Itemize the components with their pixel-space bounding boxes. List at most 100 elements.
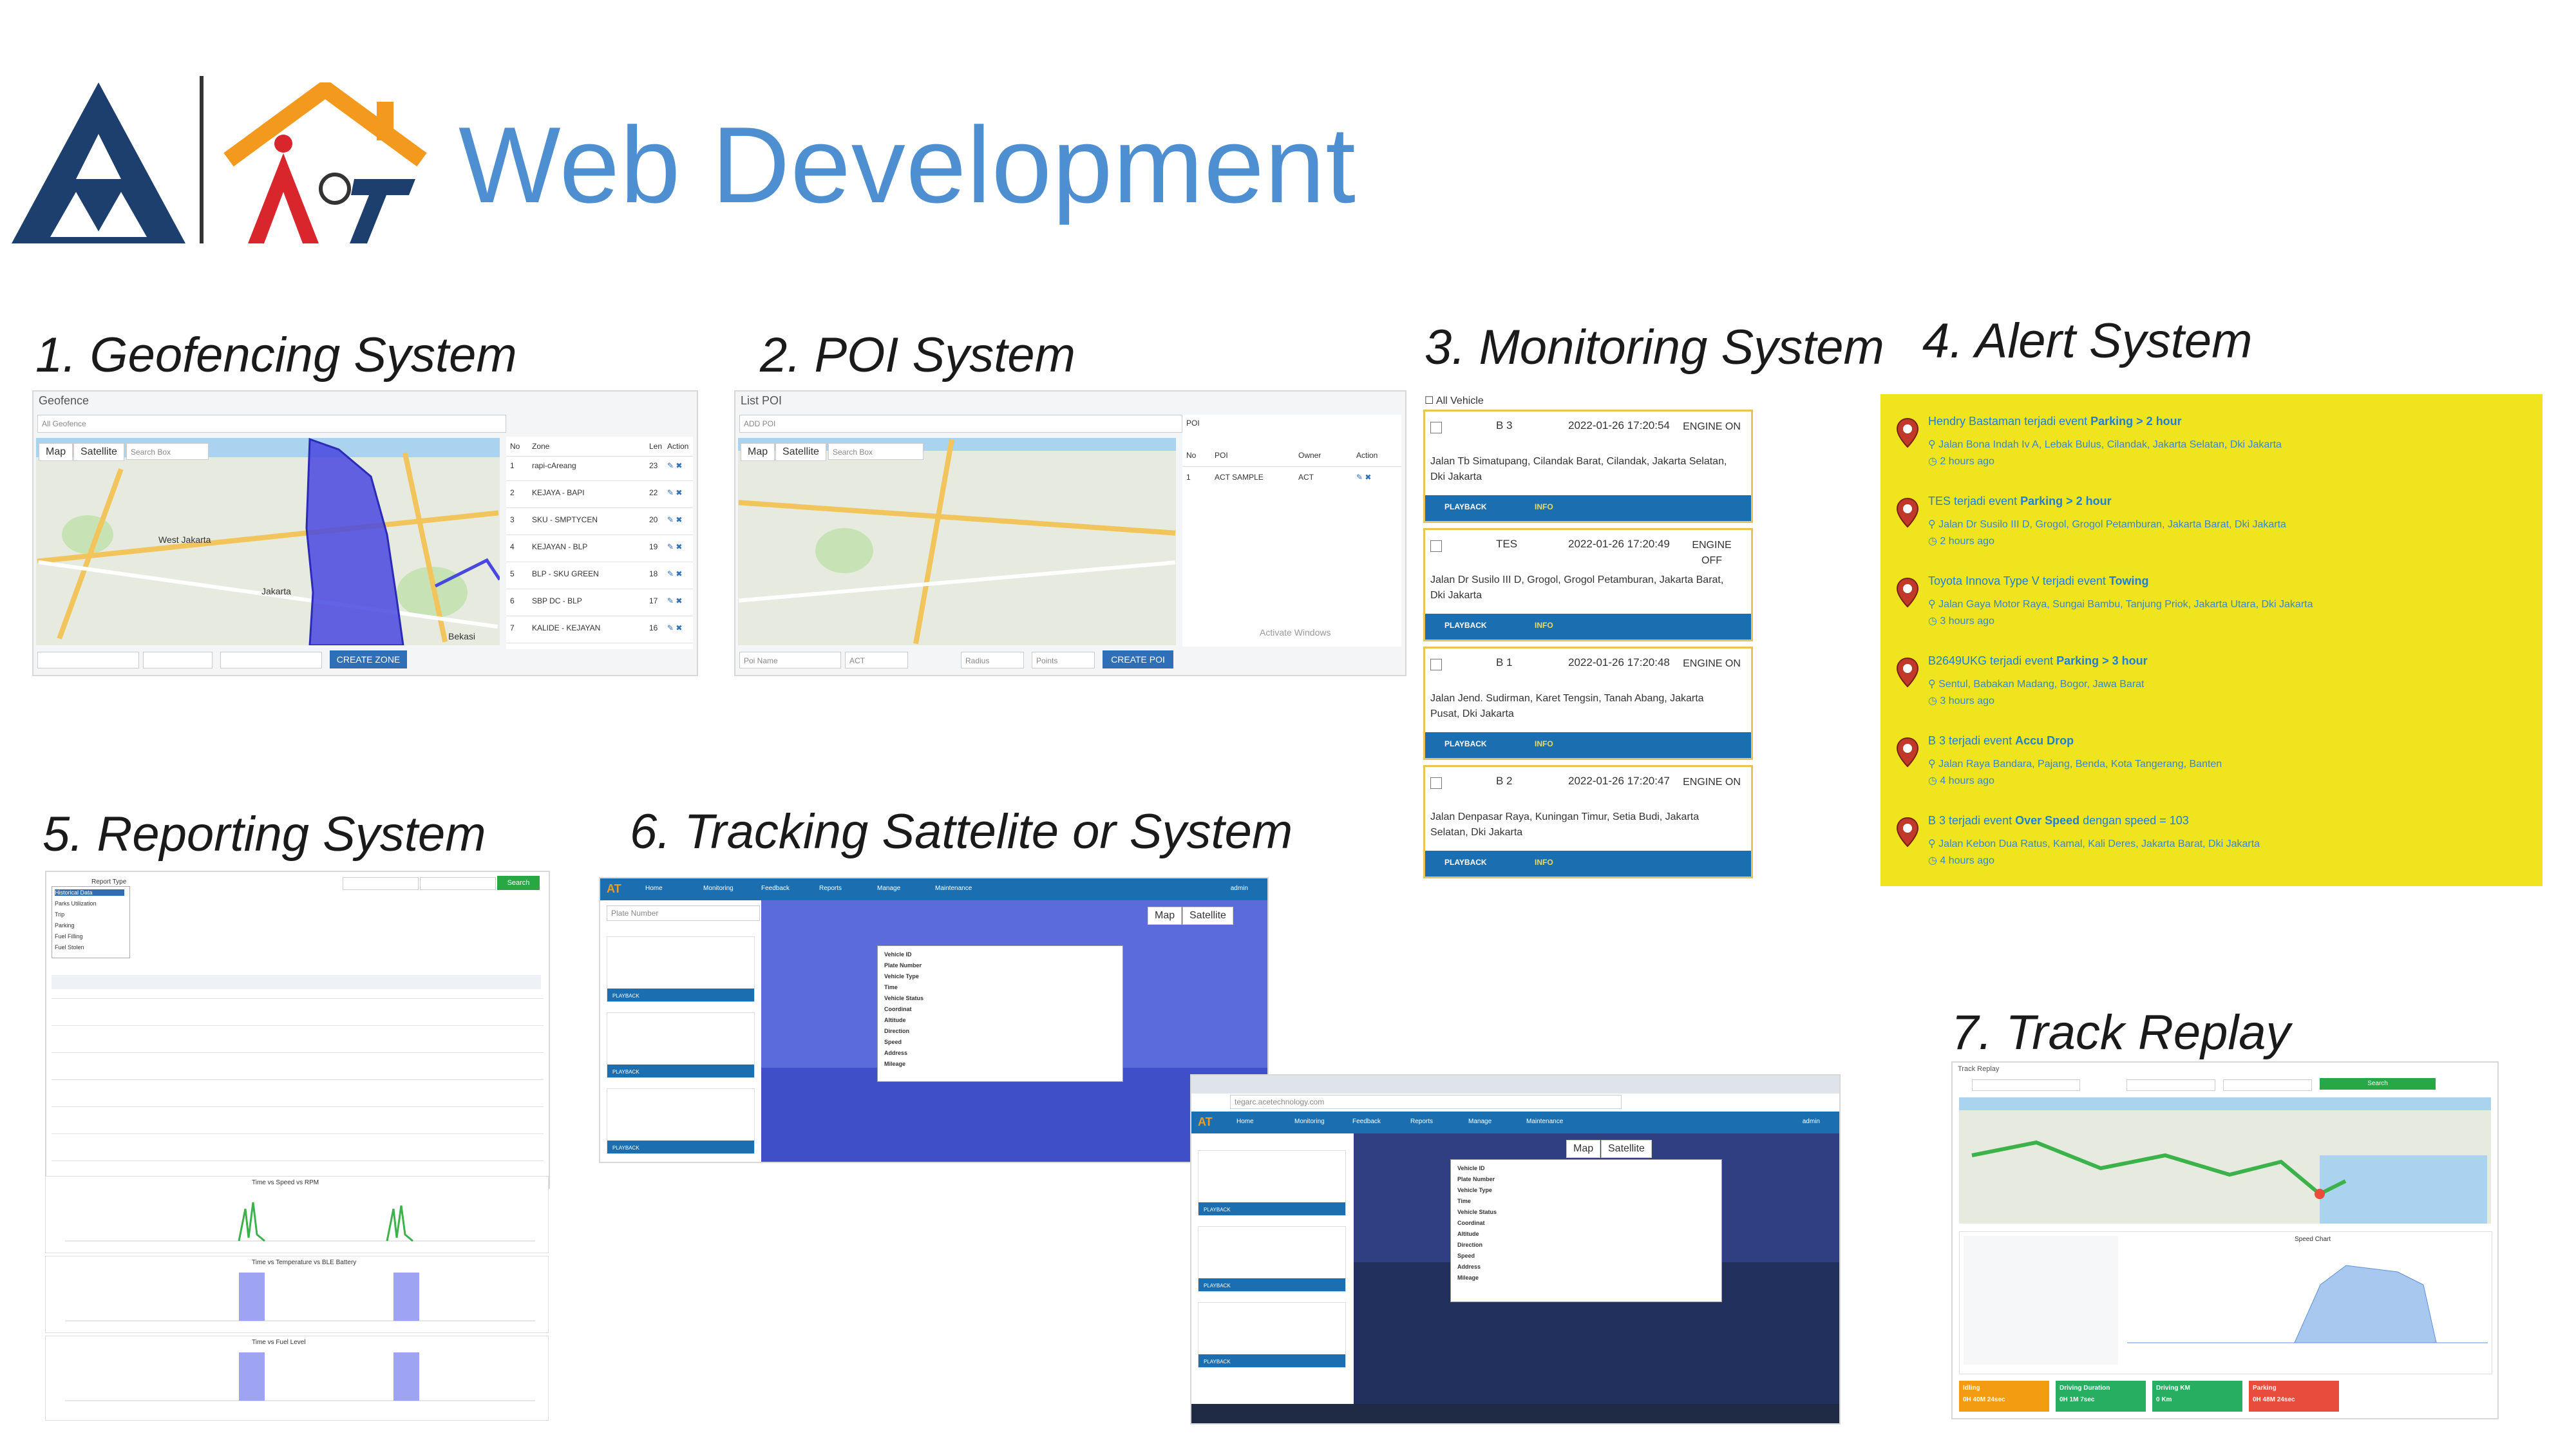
plate-search-input[interactable]: Plate Number [607,905,760,921]
alert-item[interactable]: B 3 terjadi event Accu Drop⚲ Jalan Raya … [1880,723,2543,800]
geofence-row-action-icons[interactable]: ✎ ✖ [667,596,683,605]
geofence-zone-polygon[interactable] [36,438,500,645]
geofence-map[interactable]: Map Satellite Search Box West Jakarta Ja… [36,438,500,645]
nav-user[interactable]: admin [1230,885,1248,892]
playback-button[interactable]: PLAYBACK [1444,621,1487,630]
nav-item[interactable]: Home [1236,1118,1254,1125]
geofence-row-action-icons[interactable]: ✎ ✖ [667,461,683,470]
nav-item[interactable]: Monitoring [1294,1118,1325,1125]
tracking-playback-button[interactable]: PLAYBACK [1204,1207,1231,1213]
trk1-tab-map[interactable]: Map [1148,907,1182,925]
info-button[interactable]: INFO [1535,621,1553,630]
poi-search-input[interactable]: Search Box [828,443,923,460]
vehicle-card-checkbox[interactable] [1430,659,1442,670]
tracking-playback-button[interactable]: PLAYBACK [612,1069,639,1075]
create-zone-button[interactable]: CREATE ZONE [330,650,407,668]
nav-item[interactable]: Feedback [761,885,790,892]
report-date-to[interactable] [420,877,496,890]
vehicle-card-checkbox[interactable] [1430,777,1442,789]
nav-item[interactable]: Reports [819,885,842,892]
zone-len-field[interactable] [143,652,213,668]
alert-item[interactable]: TES terjadi event Parking > 2 hour⚲ Jala… [1880,483,2543,560]
zone-name-field[interactable] [37,652,139,668]
report-type-option[interactable]: Parks Utilization [55,900,97,907]
all-vehicle-checkbox[interactable]: ☐ All Vehicle [1425,395,1484,406]
poi-tab-map[interactable]: Map [741,443,775,461]
info-button[interactable]: INFO [1535,502,1553,511]
poi-map[interactable]: Map Satellite Search Box [738,438,1176,645]
tracking-playback-button[interactable]: PLAYBACK [1204,1283,1231,1289]
trk2-tab-map[interactable]: Map [1566,1140,1601,1158]
nav-item[interactable]: Reports [1410,1118,1434,1125]
geofence-row-action-icons[interactable]: ✎ ✖ [667,623,683,632]
report-search-button[interactable]: Search [497,876,540,890]
report-type-option[interactable]: Fuel Stolen [55,944,84,951]
report-type-option[interactable]: Historical Data [55,889,124,896]
replay-map[interactable] [1959,1097,2491,1224]
tracking-vehicle-card[interactable]: PLAYBACK [1198,1302,1346,1368]
playback-button[interactable]: PLAYBACK [1444,858,1487,867]
nav-item[interactable]: Feedback [1352,1118,1381,1125]
geofence-search-input[interactable]: Search Box [126,443,209,460]
geofence-row-action-icons[interactable]: ✎ ✖ [667,488,683,497]
create-poi-button[interactable]: CREATE POI [1103,650,1173,668]
nav-item[interactable]: Home [645,885,663,892]
alert-item[interactable]: B 3 terjadi event Over Speed dengan spee… [1880,802,2543,880]
tracking-playback-button[interactable]: PLAYBACK [612,1145,639,1151]
vehicle-card-checkbox[interactable] [1430,422,1442,433]
nav-user[interactable]: admin [1802,1118,1820,1125]
info-button[interactable]: INFO [1535,858,1553,867]
poi-name-field[interactable]: Poi Name [739,652,841,668]
poi-select[interactable]: ADD POI [739,415,1182,433]
geofence-row-action-icons[interactable]: ✎ ✖ [667,569,683,578]
browser-url-bar[interactable]: tegarc.acetechnology.com [1230,1095,1622,1109]
geofence-tab-map[interactable]: Map [39,443,73,461]
tracking-vehicle-card[interactable]: PLAYBACK [1198,1150,1346,1216]
trk2-tab-satellite[interactable]: Satellite [1601,1140,1652,1158]
geofence-row-action-icons[interactable]: ✎ ✖ [667,515,683,524]
nav-item[interactable]: Monitoring [703,885,734,892]
poi-tab-satellite[interactable]: Satellite [775,443,826,461]
tracking-vehicle-card[interactable]: PLAYBACK [1198,1226,1346,1292]
report-type-option[interactable]: Parking [55,922,75,929]
tracking-playback-button[interactable]: PLAYBACK [612,993,639,999]
tracking-playback-button[interactable]: PLAYBACK [1204,1359,1231,1365]
geofence-select[interactable]: All Geofence [37,415,506,433]
replay-search-button[interactable]: Search [2320,1078,2436,1090]
geofence-tab-satellite[interactable]: Satellite [73,443,124,461]
poi-points-field[interactable]: Points [1032,652,1095,668]
poi-radius-field[interactable]: Radius [961,652,1024,668]
trk1-tab-satellite[interactable]: Satellite [1182,907,1233,925]
nav-item[interactable]: Manage [877,885,901,892]
alert-item[interactable]: B2649UKG terjadi event Parking > 3 hour⚲… [1880,643,2543,720]
alert-item[interactable]: Hendry Bastaman terjadi event Parking > … [1880,403,2543,480]
poi-row-action-icons[interactable]: ✎ ✖ [1356,473,1372,482]
geofence-row-action-icons[interactable]: ✎ ✖ [667,542,683,551]
vehicle-card-checkbox[interactable] [1430,540,1442,552]
report-type-option[interactable]: Trip [55,911,65,918]
nav-item[interactable]: Maintenance [935,885,972,892]
playback-button[interactable]: PLAYBACK [1444,502,1487,511]
zone-extra-field[interactable] [220,652,322,668]
poi-owner-field[interactable]: ACT [845,652,908,668]
nav-item[interactable]: Maintenance [1526,1118,1564,1125]
report-type-option[interactable]: Fuel Filling [55,933,83,940]
playback-button[interactable]: PLAYBACK [1444,739,1487,748]
nav-item[interactable]: Manage [1468,1118,1492,1125]
info-button[interactable]: INFO [1535,739,1553,748]
replay-date-to[interactable] [2223,1079,2312,1091]
tracking-vehicle-card[interactable]: PLAYBACK [607,936,755,1002]
tracking-vehicle-card[interactable]: PLAYBACK [607,1012,755,1078]
replay-date-from[interactable] [2126,1079,2215,1091]
report-date-from[interactable] [343,877,419,890]
tracking-vehicle-card[interactable]: PLAYBACK [607,1088,755,1154]
alert-item[interactable]: Toyota Innova Type V terjadi event Towin… [1880,563,2543,640]
act-logo-small[interactable]: AT [607,882,621,895]
